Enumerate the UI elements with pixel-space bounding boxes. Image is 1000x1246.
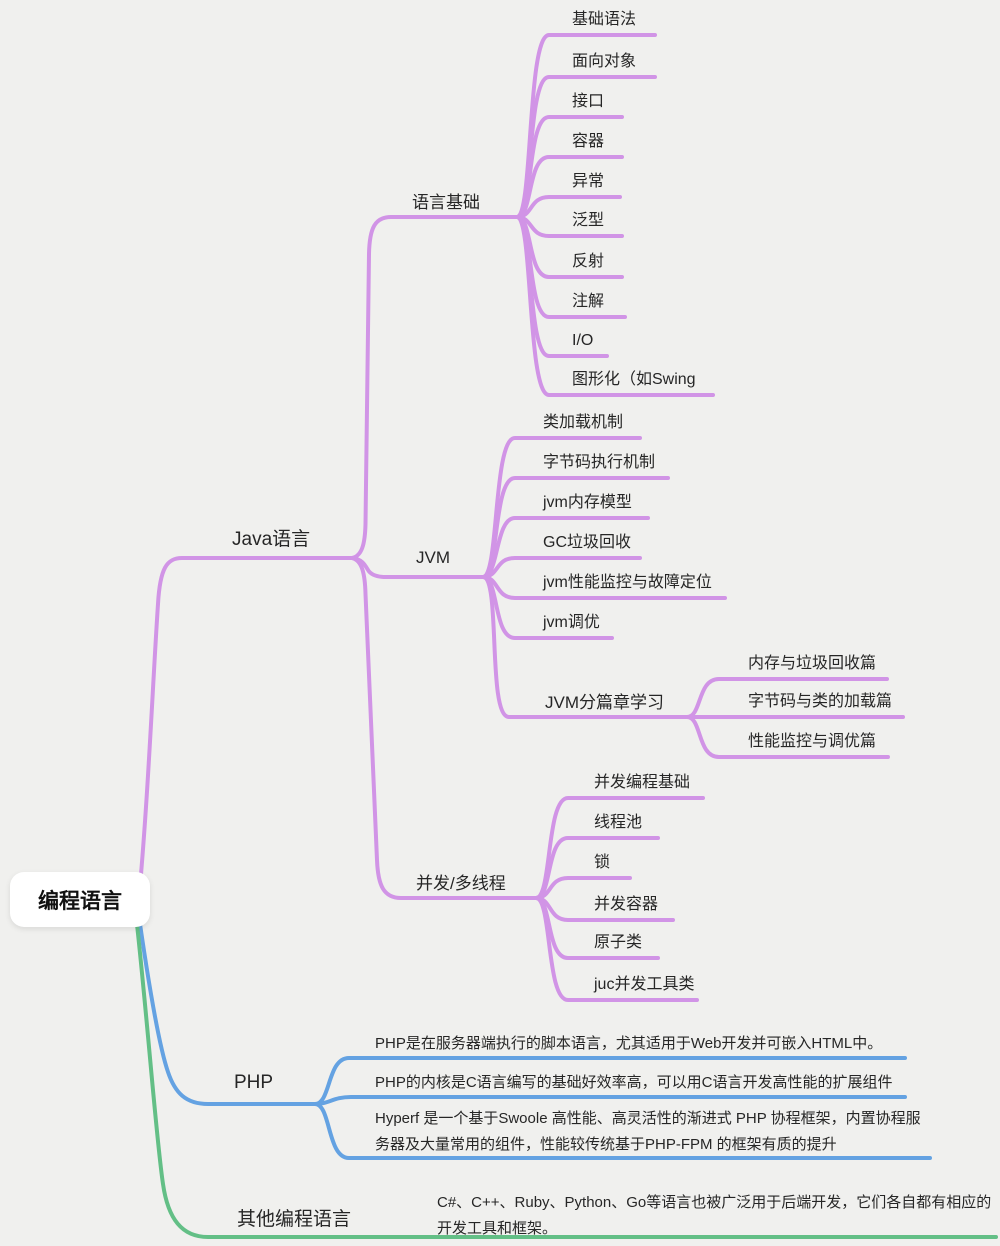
topic-node[interactable]: 基础语法 bbox=[572, 11, 637, 28]
topic-node[interactable]: 泛型 bbox=[572, 212, 605, 229]
node-language-basics[interactable]: 语言基础 bbox=[412, 193, 480, 212]
node-java[interactable]: Java语言 bbox=[232, 529, 311, 550]
php-branch-lines bbox=[135, 901, 932, 1160]
topic-node[interactable]: 字节码执行机制 bbox=[543, 454, 656, 471]
topic-node[interactable]: juc并发工具类 bbox=[594, 976, 695, 993]
topic-node[interactable]: 面向对象 bbox=[572, 53, 637, 70]
topic-node[interactable]: jvm内存模型 bbox=[543, 494, 632, 511]
node-jvm-chapters[interactable]: JVM分篇章学习 bbox=[545, 693, 664, 712]
topic-node[interactable]: 接口 bbox=[572, 93, 605, 110]
topic-node[interactable]: 原子类 bbox=[594, 934, 643, 951]
node-php[interactable]: PHP bbox=[234, 1072, 274, 1093]
topic-node[interactable]: 锁 bbox=[594, 854, 611, 871]
topic-node[interactable]: 并发容器 bbox=[594, 896, 659, 913]
topic-node[interactable]: 注解 bbox=[572, 293, 605, 310]
topic-node[interactable]: 并发编程基础 bbox=[594, 774, 691, 791]
node-jvm[interactable]: JVM bbox=[416, 548, 450, 567]
php-note[interactable]: PHP是在服务器端执行的脚本语言，尤其适用于Web开发并可嵌入HTML中。 bbox=[375, 1035, 883, 1052]
php-note[interactable]: PHP的内核是C语言编写的基础好效率高，可以用C语言开发高性能的扩展组件 bbox=[375, 1074, 893, 1091]
topic-node[interactable]: 类加载机制 bbox=[543, 414, 624, 431]
topic-node[interactable]: I/O bbox=[572, 332, 594, 349]
topic-node[interactable]: 内存与垃圾回收篇 bbox=[748, 655, 877, 672]
topic-node[interactable]: GC垃圾回收 bbox=[543, 534, 632, 551]
topic-node[interactable]: 性能监控与调优篇 bbox=[748, 733, 877, 750]
topic-node[interactable]: 线程池 bbox=[594, 814, 643, 831]
other-branch-lines bbox=[133, 904, 998, 1239]
topic-node[interactable]: 字节码与类的加载篇 bbox=[748, 693, 893, 710]
topic-node[interactable]: 图形化（如Swing bbox=[572, 371, 696, 388]
java-branch-lines bbox=[137, 33, 905, 1002]
topic-node[interactable]: 容器 bbox=[572, 133, 605, 150]
topic-node[interactable]: 反射 bbox=[572, 253, 605, 270]
node-concurrency[interactable]: 并发/多线程 bbox=[416, 874, 506, 893]
topic-node[interactable]: 异常 bbox=[572, 173, 605, 190]
other-languages-note[interactable]: C#、C++、Ruby、Python、Go等语言也被广泛用于后端开发，它们各自都… bbox=[437, 1194, 992, 1237]
topic-node[interactable]: jvm调优 bbox=[543, 614, 600, 631]
php-note[interactable]: Hyperf 是一个基于Swoole 高性能、高灵活性的渐进式 PHP 协程框架… bbox=[375, 1110, 921, 1153]
topic-node[interactable]: jvm性能监控与故障定位 bbox=[543, 574, 712, 591]
root-node[interactable]: 编程语言 bbox=[10, 872, 150, 927]
node-other-languages[interactable]: 其他编程语言 bbox=[237, 1209, 352, 1230]
